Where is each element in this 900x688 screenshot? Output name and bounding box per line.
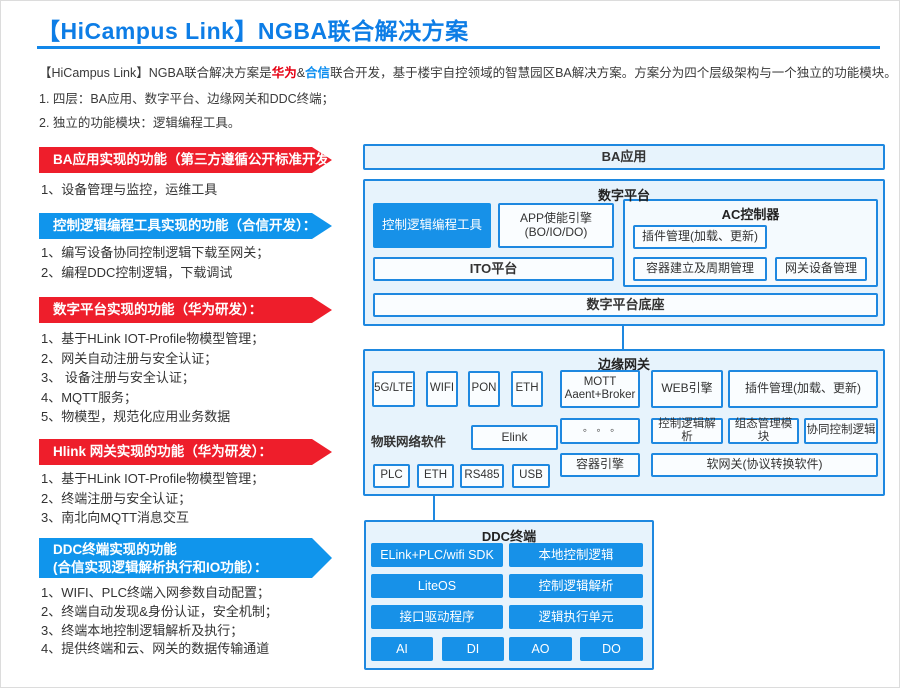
edge-gateway-title: 边缘网关	[597, 357, 650, 372]
digital-platform-base-box: 数字平台底座	[373, 293, 878, 317]
page-title: 【HiCampus Link】NGBA联合解决方案	[37, 18, 469, 44]
mqtt-line2: Aaent+Broker	[564, 389, 636, 401]
intro-hexin: 合信	[305, 66, 331, 80]
list-item: 5、物模型，规范化应用业务数据	[41, 409, 231, 424]
ddc-local-logic-box: 本地控制逻辑	[509, 543, 643, 567]
ddc-logic-exec-box: 逻辑执行单元	[509, 605, 643, 629]
ddc-io-di-box: DI	[442, 637, 504, 661]
ba-app-layer: BA应用	[363, 144, 885, 170]
port-usb-box: USB	[512, 464, 550, 488]
container-lifecycle-box: 容器建立及周期管理	[633, 257, 767, 281]
port-eth2-box: ETH	[417, 464, 454, 488]
soft-gateway-box: 软网关(协议转换软件)	[651, 453, 878, 477]
web-engine-box: WEB引擎	[651, 370, 723, 408]
port-eth-box: ETH	[511, 371, 543, 407]
gateway-plugin-mgmt-box: 插件管理(加载、更新)	[728, 370, 878, 408]
container-engine-box: 容器引擎	[560, 453, 640, 477]
banner-hlink-gateway: Hlink 网关实现的功能（华为研发）：	[39, 439, 332, 465]
coop-logic-box: 协同控制逻辑	[804, 418, 878, 444]
list-item: 1、编写设备协同控制逻辑下载至网关；	[41, 245, 270, 260]
connector-gateway-ddc	[433, 488, 435, 521]
elink-box: Elink	[471, 425, 558, 450]
port-rs485-box: RS485	[460, 464, 504, 488]
banner-ba-app: BA应用实现的功能（第三方遵循公开标准开发）：	[39, 147, 332, 173]
app-enable-engine-box: APP使能引擎 (BO/IO/DO)	[498, 203, 614, 248]
ddc-elink-sdk-box: ELink+PLC/wifi SDK	[371, 543, 503, 567]
ddc-terminal-title: DDC终端	[481, 529, 537, 544]
ellipsis-box: ◦ ◦ ◦	[560, 418, 640, 444]
list-item: 3、终端本地控制逻辑解析及执行；	[41, 622, 244, 638]
mqtt-agent-broker-box: MOTT Aaent+Broker	[560, 370, 640, 408]
plugin-mgmt-box: 插件管理(加载、更新)	[633, 225, 767, 249]
gateway-device-mgmt-box: 网关设备管理	[775, 257, 867, 281]
list-item: 4、提供终端和云、网关的数据传输通道	[41, 641, 270, 657]
list-item: 3、 设备注册与安全认证；	[41, 370, 195, 385]
app-engine-line2: (BO/IO/DO)	[524, 224, 588, 239]
ito-platform-box: ITO平台	[373, 257, 614, 281]
banner-ddc-terminal: DDC终端实现的功能 (合信实现逻辑解析执行和IO功能）：	[39, 538, 332, 578]
banner-logic-tool: 控制逻辑编程工具实现的功能（合信开发）：	[39, 213, 332, 239]
feature-list-logic-tool: 1、编写设备协同控制逻辑下载至网关； 2、编程DDC控制逻辑，下载调试	[41, 243, 269, 282]
ddc-interface-driver-box: 接口驱动程序	[371, 605, 503, 629]
ddc-liteos-box: LiteOS	[371, 574, 503, 598]
list-item: 1、设备管理与监控，运维工具	[41, 182, 218, 197]
ddc-io-do-box: DO	[580, 637, 643, 661]
list-item: 2、终端注册与安全认证；	[41, 490, 192, 506]
port-wifi-box: WIFI	[426, 371, 458, 407]
ac-controller-title: AC控制器	[721, 207, 780, 222]
list-item: 1、基于HLink IOT-Profile物模型管理；	[41, 471, 265, 486]
feature-list-ba-app: 1、设备管理与监控，运维工具	[41, 180, 217, 200]
list-item: 3、南北向MQTT消息交互	[41, 510, 190, 525]
config-module-box: 组态管理模块	[728, 418, 799, 444]
banner-ddc-line1: DDC终端实现的功能	[53, 542, 177, 557]
port-5g-lte-box: 5G/LTE	[372, 371, 415, 407]
intro-amp: &	[296, 66, 306, 80]
banner-ddc-line2: (合信实现逻辑解析执行和IO功能）：	[53, 560, 268, 575]
connector-platform-gateway	[622, 325, 624, 350]
app-engine-line1: APP使能引擎	[519, 210, 592, 225]
logic-programming-tool-box: 控制逻辑编程工具	[373, 203, 491, 248]
intro-line-1: 【HiCampus Link】NGBA联合解决方案是华为&合信联合开发，基于楼宇…	[39, 62, 897, 81]
feature-list-digital-platform: 1、基于HLink IOT-Profile物模型管理； 2、网关自动注册与安全认…	[41, 329, 264, 427]
ddc-io-ai-box: AI	[371, 637, 433, 661]
list-item: 2、网关自动注册与安全认证；	[41, 350, 218, 366]
intro-line-3: 2. 独立的功能模块：逻辑编程工具。	[39, 116, 241, 130]
intro-line-2: 1. 四层：BA应用、数字平台、边缘网关和DDC终端；	[39, 92, 335, 106]
digital-platform-title: 数字平台	[597, 188, 650, 203]
list-item: 2、终端自动发现&身份认证，安全机制；	[41, 603, 278, 619]
port-plc-box: PLC	[373, 464, 410, 488]
list-item: 2、编程DDC控制逻辑，下载调试	[41, 264, 233, 280]
list-item: 1、基于HLink IOT-Profile物模型管理；	[41, 331, 265, 346]
ddc-io-ao-box: AO	[509, 637, 572, 661]
logic-parse-box: 控制逻辑解析	[651, 418, 723, 444]
intro-huawei: 华为	[271, 66, 297, 80]
ddc-logic-parse-box: 控制逻辑解析	[509, 574, 643, 598]
banner-digital-platform: 数字平台实现的功能（华为研发）：	[39, 297, 332, 323]
feature-list-ddc-terminal: 1、WIFI、PLC终端入网参数自动配置； 2、终端自动发现&身份认证，安全机制…	[41, 584, 278, 659]
intro-post: 联合开发，基于楼宇自控领域的智慧园区BA解决方案。方案分为四个层级架构与一个独立…	[330, 66, 897, 80]
mqtt-line1: MOTT	[583, 375, 617, 388]
feature-list-hlink-gateway: 1、基于HLink IOT-Profile物模型管理； 2、终端注册与安全认证；…	[41, 469, 264, 528]
list-item: 4、MQTT服务；	[41, 389, 138, 405]
list-item: 1、WIFI、PLC终端入网参数自动配置；	[41, 585, 270, 600]
title-underline	[37, 46, 880, 49]
iot-network-software-label: 物联网络软件	[371, 435, 447, 449]
intro-pre: 【HiCampus Link】NGBA联合解决方案是	[39, 66, 272, 80]
port-pon-box: PON	[468, 371, 500, 407]
